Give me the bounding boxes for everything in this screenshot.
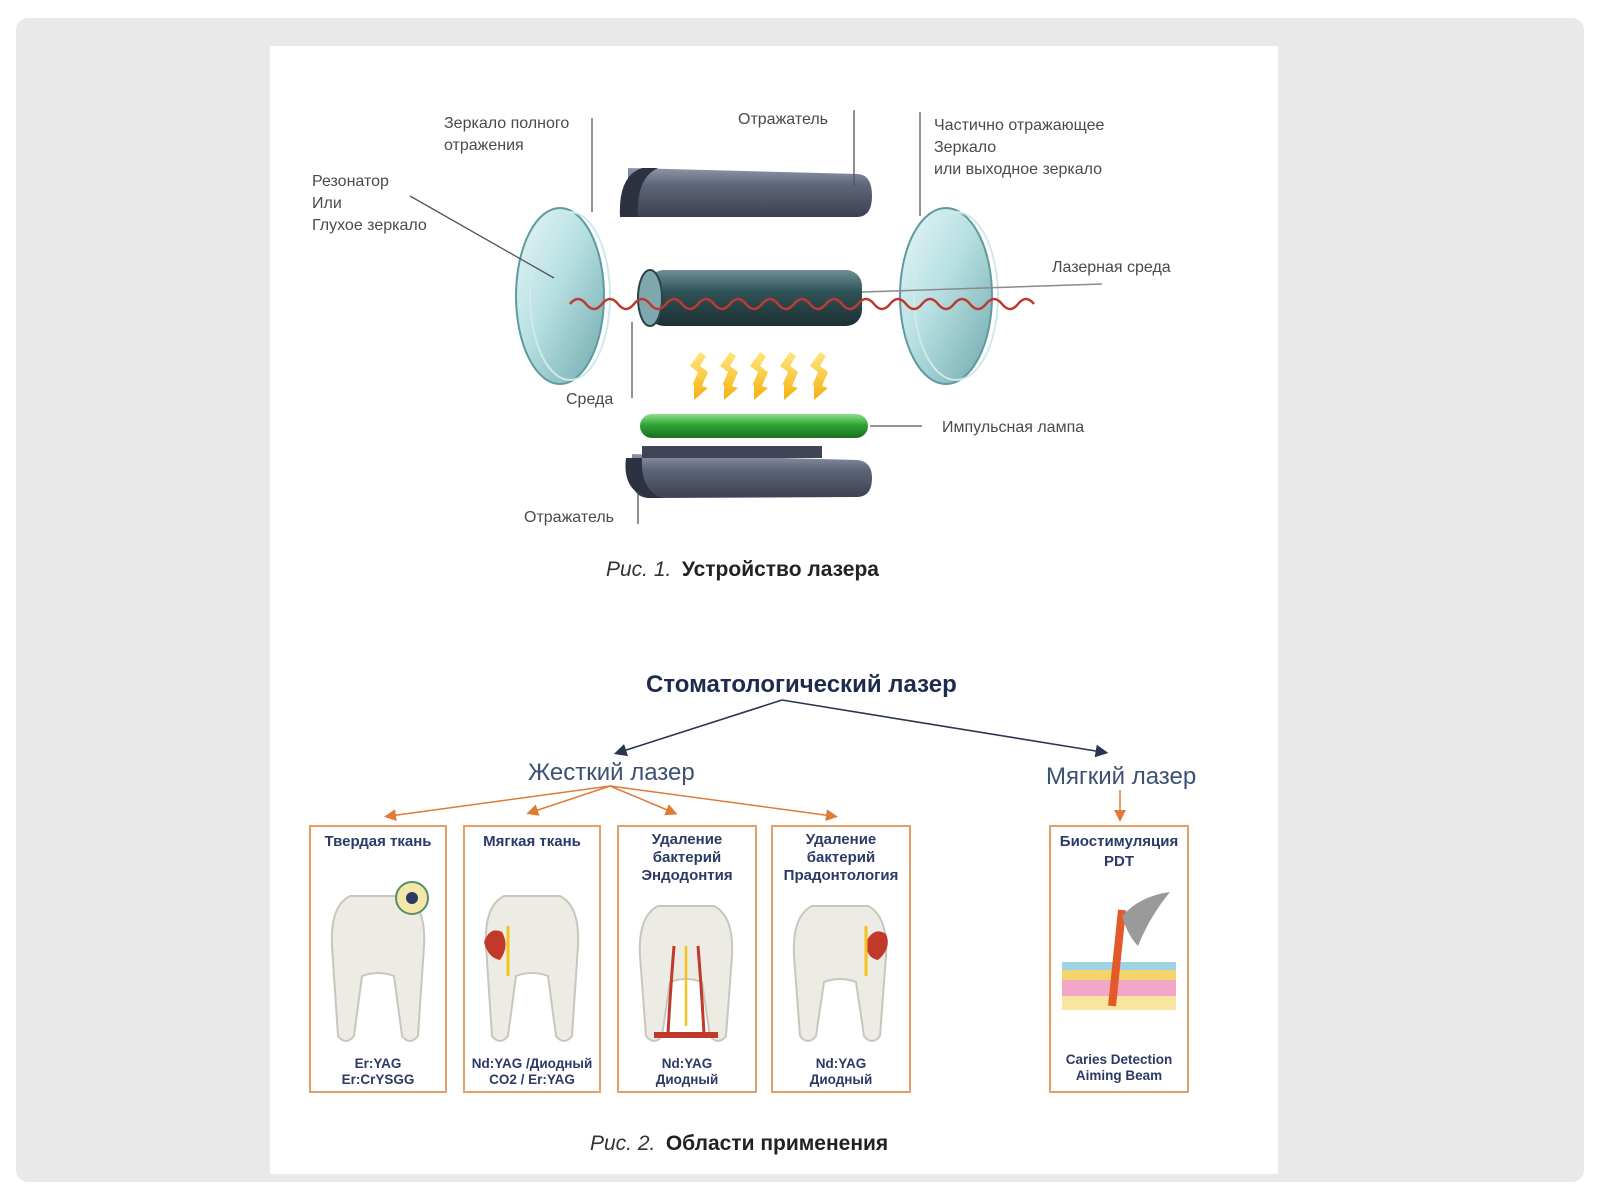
label-partial-mirror-1: Частично отражающее — [934, 117, 1105, 134]
box-footer: Er:CrYSGG — [342, 1072, 415, 1087]
box-footer: Caries Detection — [1066, 1052, 1173, 1067]
figure1-caption: Рис. 1. Устройство лазера — [606, 558, 879, 581]
box-footer: Nd:YAG — [816, 1056, 867, 1071]
application-box-biostimulation: Биостимуляция PDT Caries Detection Aimin… — [1049, 825, 1189, 1093]
leader-lines — [409, 110, 922, 524]
document-page: Зеркало полного отражения Отражатель Час… — [270, 46, 1278, 1174]
skin-layers-illustration — [1062, 892, 1176, 1010]
label-full-mirror-2: отражения — [444, 137, 524, 154]
box-title: Твердая ткань — [324, 833, 431, 850]
laser-medium-rod — [637, 269, 862, 327]
box-footer: Диодный — [810, 1072, 873, 1087]
tooth-illustration — [792, 905, 888, 1042]
label-resonator-1: Резонатор — [312, 173, 389, 190]
label-resonator-2: Или — [312, 195, 342, 212]
application-box-periodontology: Удаление бактерий Прадонтология Nd:YAG Д… — [771, 825, 911, 1093]
box-title: Мягкая ткань — [483, 833, 581, 850]
box-title: Эндодонтия — [641, 867, 732, 884]
box-footer: Диодный — [656, 1072, 719, 1087]
label-resonator-3: Глухое зеркало — [312, 217, 427, 234]
figure2-caption: Рис. 2. Области применения — [590, 1132, 888, 1155]
box-title: Удаление — [806, 831, 877, 848]
label-reflector-top: Отражатель — [738, 111, 828, 128]
soft-laser-label: Мягкий лазер — [1046, 763, 1196, 790]
box-footer: Aiming Beam — [1076, 1068, 1162, 1083]
box-title: Удаление — [652, 831, 723, 848]
pulse-lamp — [640, 414, 868, 438]
label-medium: Среда — [566, 391, 613, 408]
label-full-mirror-1: Зеркало полного — [444, 115, 569, 132]
laser-device-diagram: Зеркало полного отражения Отражатель Час… — [312, 110, 1171, 581]
box-title: бактерий — [653, 849, 721, 866]
tree-root-label: Стоматологический лазер — [646, 671, 957, 698]
label-partial-mirror-2: Зеркало — [934, 139, 996, 156]
box-title: Биостимуляция — [1060, 833, 1178, 850]
application-box-soft-tissue: Мягкая ткань Nd:YAG /Диодный CO2 / Er:YA… — [463, 825, 601, 1093]
laser-beam — [569, 297, 1035, 311]
tooth-illustration — [484, 895, 580, 1042]
laser-figures: Зеркало полного отражения Отражатель Час… — [309, 110, 1196, 1155]
application-box-hard-tissue: Твердая ткань Er:YAG Er:CrYSGG — [309, 825, 447, 1093]
box-footer: Er:YAG — [355, 1056, 402, 1071]
application-box-endodontics: Удаление бактерий Эндодонтия Nd:YAG Диод… — [617, 825, 757, 1093]
box-footer: CO2 / Er:YAG — [489, 1072, 575, 1087]
full-reflection-mirror — [515, 207, 605, 385]
hard-laser-label: Жесткий лазер — [528, 759, 695, 786]
box-title: Прадонтология — [784, 867, 899, 884]
top-reflector — [619, 168, 872, 217]
dental-laser-tree: Стоматологический лазер Жесткий лазер Мя… — [309, 671, 1196, 1155]
label-laser-medium: Лазерная среда — [1052, 259, 1171, 276]
bottom-reflector — [625, 446, 872, 498]
label-partial-mirror-3: или выходное зеркало — [934, 161, 1102, 178]
box-footer: Nd:YAG — [662, 1056, 713, 1071]
box-title: PDT — [1104, 853, 1134, 870]
partial-reflection-mirror — [899, 207, 993, 385]
tooth-illustration — [330, 881, 429, 1042]
box-footer: Nd:YAG /Диодный — [472, 1056, 593, 1071]
box-title: бактерий — [807, 849, 875, 866]
tooth-illustration — [638, 905, 734, 1042]
pump-energy-arrows — [690, 352, 828, 400]
label-pulse-lamp: Импульсная лампа — [942, 419, 1084, 436]
label-reflector-bottom: Отражатель — [524, 509, 614, 526]
